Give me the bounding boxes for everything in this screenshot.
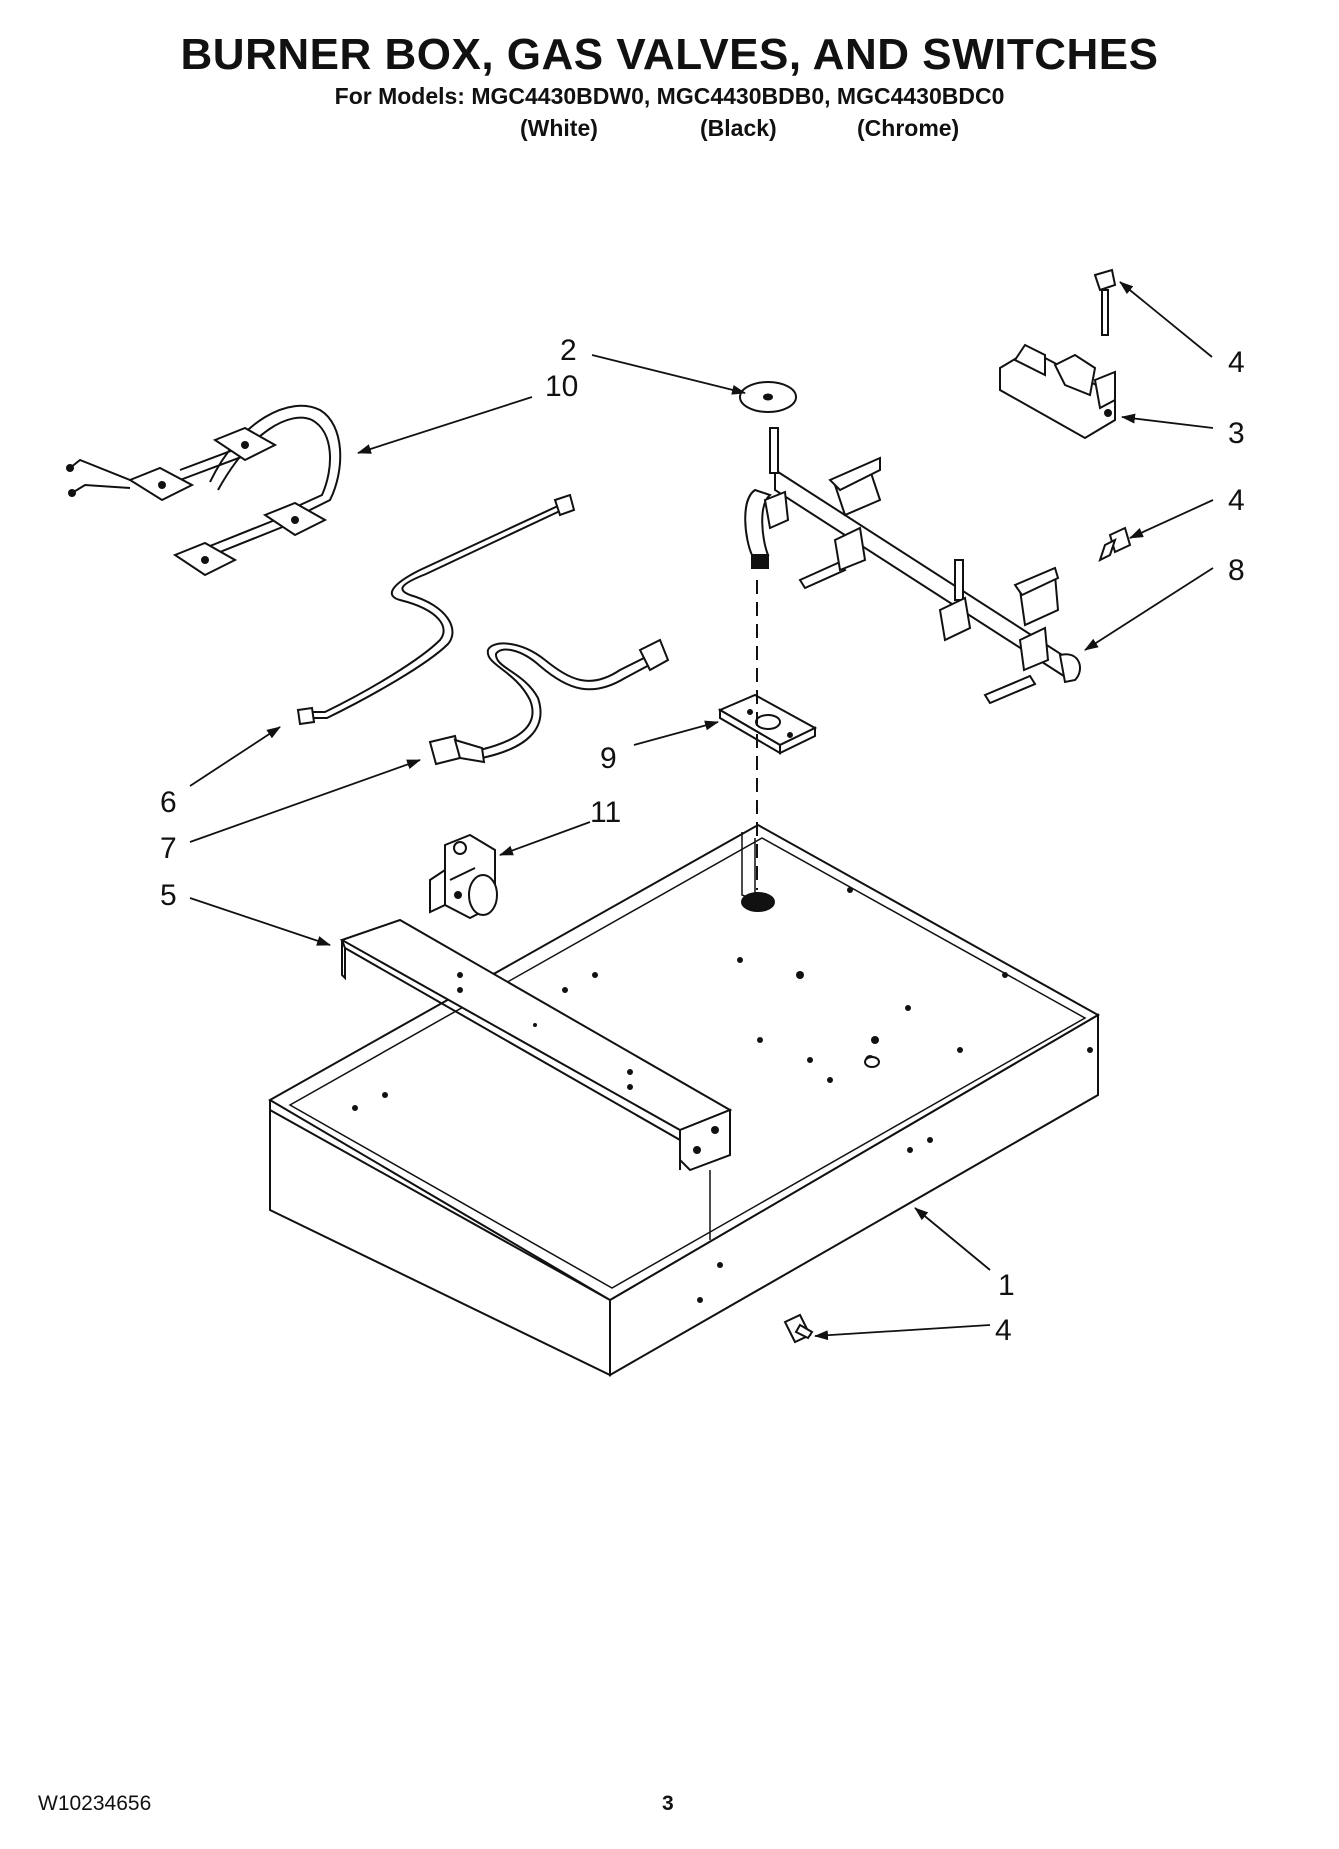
burner-box: [267, 823, 1101, 1377]
page-title: BURNER BOX, GAS VALVES, AND SWITCHES: [180, 30, 1159, 79]
mounting-plate: [717, 693, 818, 755]
variant-black: (Black): [700, 115, 777, 141]
burner-box-bracket: [339, 918, 733, 1172]
screw-middle: [1098, 526, 1132, 562]
callout-labels: 2 10 4 3 4 8 9 6 7 11 5 1 4: [160, 334, 1245, 1347]
document-number: W10234656: [38, 1792, 152, 1815]
page-header: BURNER BOX, GAS VALVES, AND SWITCHES For…: [0, 30, 1339, 110]
models-line: For Models: MGC4430BDW0, MGC4430BDB0, MG…: [334, 83, 1005, 109]
callout-4-top: 4: [1228, 346, 1245, 379]
callout-4-bottom: 4: [995, 1314, 1012, 1347]
variant-chrome: (Chrome): [857, 115, 960, 141]
callout-6: 6: [160, 786, 177, 819]
callout-8: 8: [1228, 554, 1245, 587]
callout-5: 5: [160, 879, 177, 912]
callout-4-middle: 4: [1228, 484, 1245, 517]
page-number: 3: [662, 1792, 674, 1815]
leader-lines: [189, 281, 1214, 1341]
callout-1: 1: [998, 1269, 1015, 1302]
screw-bottom: [783, 1313, 814, 1344]
spark-module: [999, 343, 1116, 440]
callout-3: 3: [1228, 417, 1245, 450]
callout-9: 9: [600, 742, 617, 775]
switch-harness: [66, 404, 342, 577]
gas-valve-manifold: [744, 427, 1081, 705]
gasket: [739, 381, 797, 413]
gas-tube-lower: [428, 638, 670, 766]
variant-white: (White): [520, 115, 598, 141]
gas-tube-upper: [296, 493, 576, 726]
callout-7: 7: [160, 832, 177, 865]
screw-top: [1093, 268, 1117, 336]
callout-10: 10: [545, 370, 578, 403]
callout-2: 2: [560, 334, 577, 367]
callout-11: 11: [590, 796, 621, 829]
pressure-regulator: [429, 833, 498, 920]
